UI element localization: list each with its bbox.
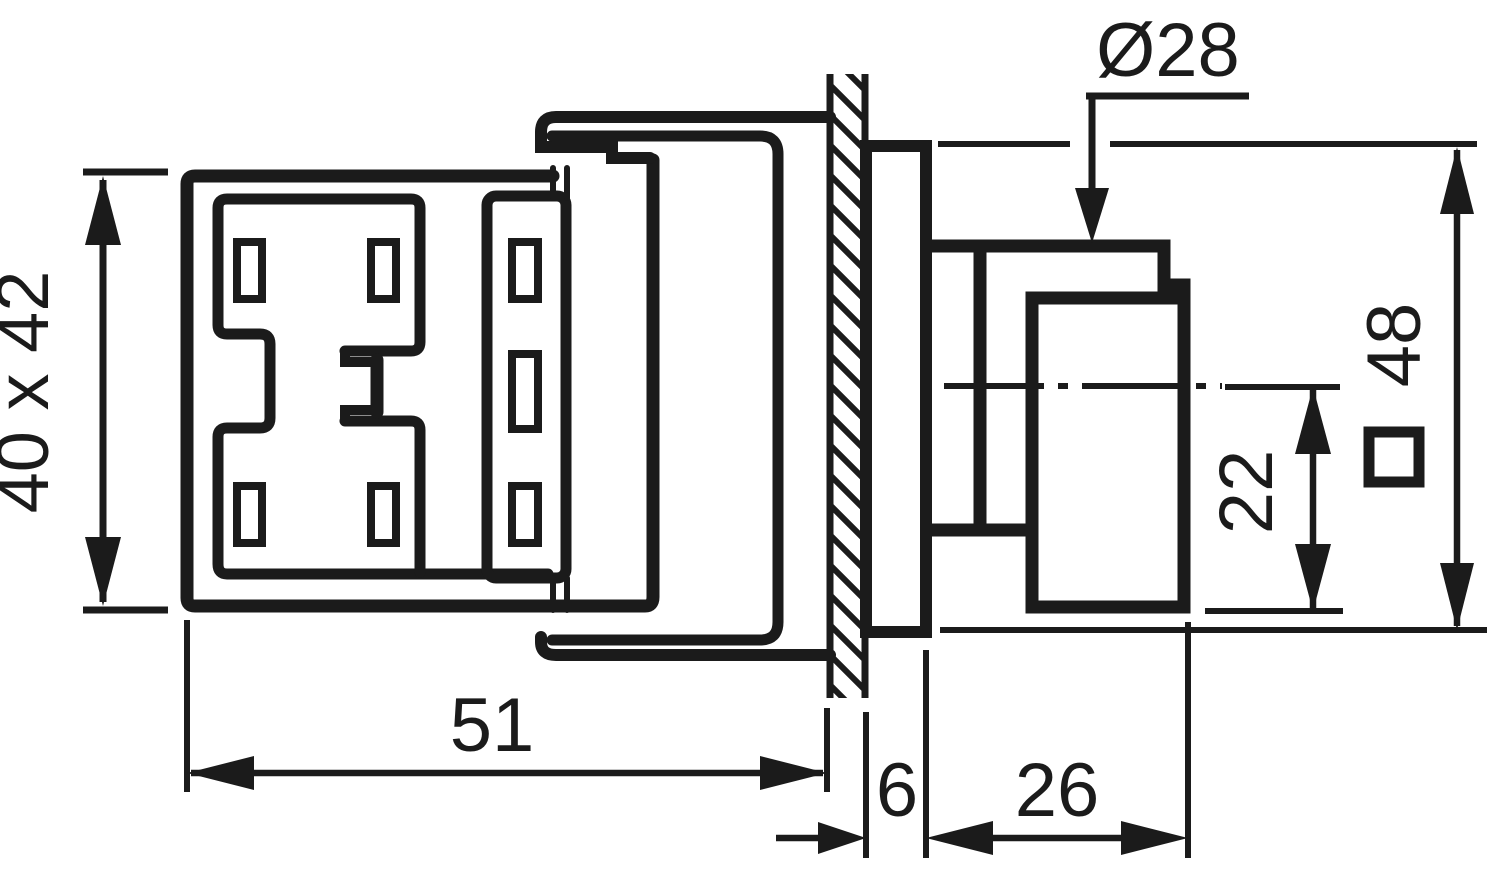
hatch-line	[833, 353, 862, 392]
body-length-label: 51	[450, 683, 535, 768]
dim-button-width	[1205, 384, 1343, 614]
panel-offset-label: 6	[876, 748, 918, 833]
dim-extension-lines	[863, 622, 1191, 858]
arrowhead-right2	[1121, 821, 1188, 855]
bezel	[860, 140, 932, 638]
arrowhead-left	[187, 756, 254, 790]
dimension-annotations	[83, 92, 1487, 858]
arrowhead-up	[1295, 387, 1331, 454]
terminal-slot	[233, 238, 266, 303]
mounting-cutout-label: 40 x 42	[0, 271, 64, 514]
housing-shell	[546, 130, 784, 646]
bottom-notch-slit	[550, 575, 570, 613]
hatch-line	[833, 233, 862, 272]
dim-ticks	[83, 168, 168, 614]
hatch-line	[833, 323, 862, 362]
hatch-lines	[833, 74, 862, 698]
dim-extension-lines	[184, 620, 830, 792]
hatch-line	[833, 653, 862, 692]
hatch-line	[833, 83, 862, 122]
dim-mounting-cutout	[83, 168, 168, 614]
dim-head-diameter	[1075, 92, 1249, 243]
top-retaining-tab	[535, 111, 836, 164]
terminal-slot	[367, 482, 400, 547]
arrowhead-left	[926, 821, 993, 855]
dim-body-length	[184, 620, 830, 792]
top-notch-slit	[550, 165, 570, 201]
button-width-label: 22	[1204, 450, 1289, 535]
body-outline	[180, 153, 660, 613]
hatch-line	[833, 113, 862, 152]
bezel-size-label: 48	[1352, 303, 1437, 388]
hatch-line	[833, 143, 862, 182]
hatch-line	[833, 533, 862, 572]
arrowhead-right	[760, 756, 827, 790]
bottom-retaining-tab	[535, 631, 836, 661]
hatch-line	[833, 383, 862, 422]
hatch-line	[833, 503, 862, 542]
dim-extension-lines	[938, 141, 1487, 633]
terminal-slot	[508, 482, 542, 547]
head-depth-label: 26	[1015, 748, 1100, 833]
hatch-line	[833, 263, 862, 302]
terminal-slot	[508, 238, 542, 303]
terminal-chamber-left-lower-edge	[339, 415, 426, 578]
arrowhead-up	[1440, 147, 1474, 214]
dim-panel-offset-and-depth	[776, 622, 1191, 858]
leader-line	[1086, 92, 1249, 192]
hatch-line	[833, 293, 862, 332]
arrowhead-down	[1075, 188, 1109, 243]
button-head-assembly	[860, 140, 1222, 638]
dim-extension-lines	[1205, 384, 1343, 614]
arrowhead-down	[1440, 563, 1474, 630]
arrowhead-right	[818, 822, 866, 854]
dim-bezel-size	[938, 141, 1487, 633]
hatch-line	[833, 203, 862, 242]
head-outline	[926, 239, 1191, 614]
hatch-line	[833, 593, 862, 632]
hatch-line	[833, 443, 862, 482]
arrowhead-down	[1295, 544, 1331, 611]
hatch-line	[833, 563, 862, 602]
terminal-slot	[508, 350, 542, 433]
hatch-line	[844, 74, 862, 92]
terminal-slots	[233, 238, 542, 547]
hatch-line	[833, 413, 862, 452]
terminal-slot	[367, 238, 400, 303]
terminal-chamber-left	[212, 193, 554, 580]
hatch-line	[833, 173, 862, 212]
hatch-line	[833, 473, 862, 512]
head-diameter-label: Ø28	[1096, 8, 1240, 93]
contact-bridge-steps	[340, 346, 379, 426]
switch-body	[180, 111, 836, 661]
terminal-chamber-right	[481, 190, 572, 584]
terminal-slot	[233, 482, 266, 547]
arrowhead-down	[85, 537, 121, 606]
square-symbol	[1363, 426, 1425, 488]
hatch-line	[833, 623, 862, 662]
dimension-labels: 40 x 42 51 Ø28 48 22 6 26	[0, 8, 1437, 833]
arrowhead-up	[85, 176, 121, 245]
